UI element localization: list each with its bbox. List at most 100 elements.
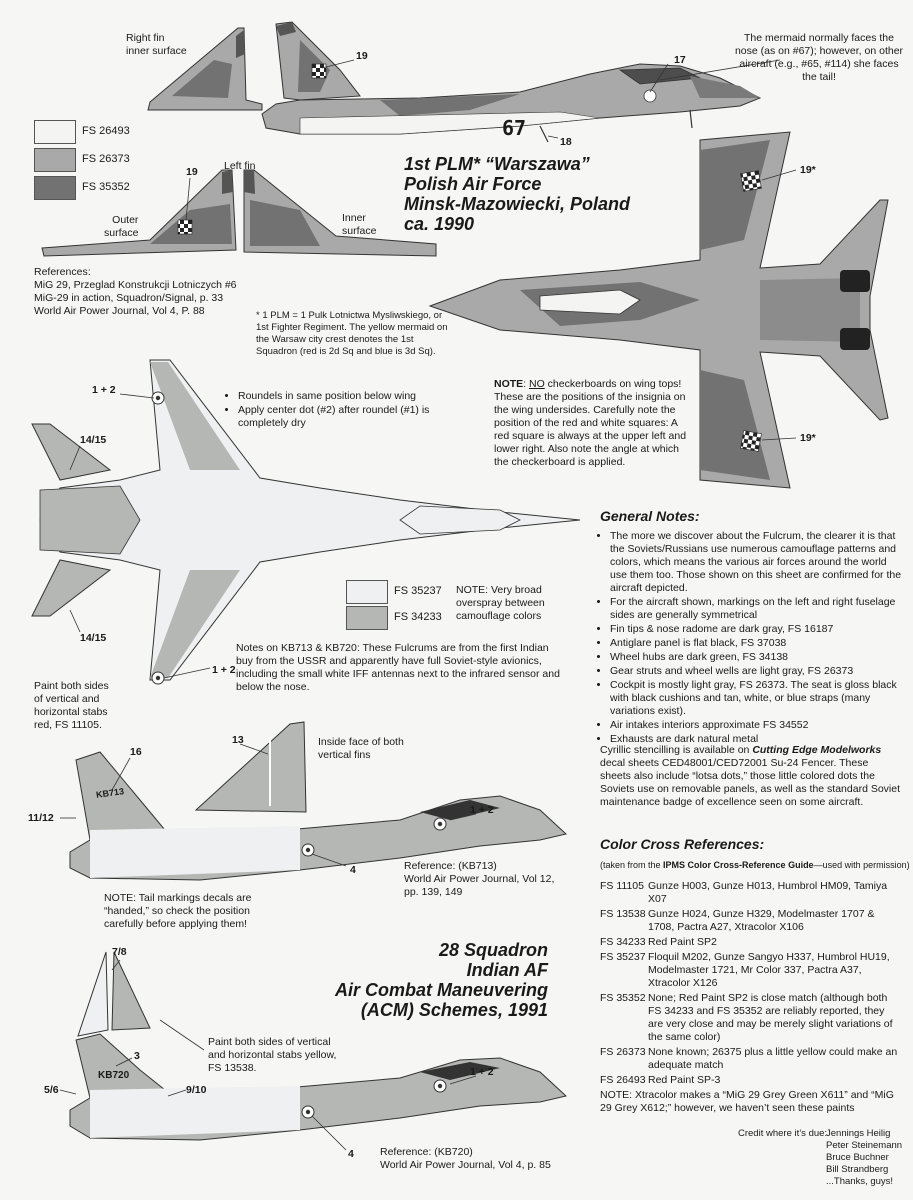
fs-code: FS 35352 [600,992,646,1004]
swatch-fs35237-label: FS 35237 [394,585,442,597]
source-post: —used with permission) [813,860,910,870]
paint-red-note: Paint both sides of vertical and horizon… [34,680,109,731]
callout-3: 3 [134,1050,140,1062]
stencil-pre: Cyrillic stencilling is available on [600,744,753,756]
general-note-item: Cockpit is mostly light gray, FS 26373. … [610,679,906,718]
roundel-note: Apply center dot (#2) after roundel (#1)… [238,404,458,430]
credit-name: Bill Strandberg [826,1164,889,1175]
callout-1-2-lower: 1 + 2 [212,664,236,676]
indian-side-view-kb713-drawing [69,751,568,881]
indian-plan-view-drawing [31,359,581,685]
reference-line: World Air Power Journal, Vol 4, P. 88 [34,305,205,317]
note-label: NOTE [494,378,524,390]
plm-footnote: * 1 PLM = 1 Pulk Lotnictwa Mysliwskiego,… [256,310,448,357]
swatch-fs26493 [34,120,76,144]
reference-kb720: Reference: (KB720) World Air Power Journ… [380,1146,551,1171]
swatch-fs35237 [346,580,388,604]
polish-title-line-2: Polish Air Force [404,174,542,194]
table-row: NOTE: Xtracolor makes a “MiG 29 Grey Gre… [600,1089,900,1117]
general-note-item: Air intakes interiors approximate FS 345… [610,719,906,732]
source-pre: (taken from the [600,860,664,870]
callout-19: 19 [356,50,368,62]
reference-line: MiG 29, Przeglad Konstrukcji Lotniczych … [34,279,237,291]
note-no: NO [529,378,545,390]
indian-title-line-3: Air Combat Maneuvering [334,980,548,1000]
leader-lines [59,59,797,1151]
polish-references: References: MiG 29, Przeglad Konstrukcji… [34,266,274,318]
credits-names: Jennings Heilig Peter Steinemann Bruce B… [826,1128,902,1188]
reference-line: References: [34,266,91,278]
reference-line: MiG-29 in action, Squadron/Signal, p. 33 [34,292,224,304]
paint-yellow-note: Paint both sides of vertical and horizon… [208,1036,337,1074]
polish-title-line-3: Minsk-Mazowiecki, Poland [404,194,631,214]
polish-underside-view-drawing [428,131,889,489]
fs-equivalents: Floquil M202, Gunze Sangyo H337, Humbrol… [648,951,890,989]
indian-fin-pair-drawing [77,951,151,1037]
callout-17: 17 [674,54,686,66]
outer-surface-label: Outer surface [104,214,139,239]
fs-code: FS 11105 [600,880,644,892]
polish-side-view-drawing [261,21,762,143]
callout-19-star-top: 19* [800,164,816,176]
right-fin-label: Right fin inner surface [126,32,187,57]
stencil-post: decal sheets CED48001/CED72001 Su-24 Fen… [600,757,901,808]
stencil-note: Cyrillic stencilling is available on Cut… [600,744,900,809]
callout-1-2-top: 1 + 2 [92,384,116,396]
source-guide: IPMS Color Cross-Reference Guide [663,860,814,870]
callout-1-2-side: 1 + 2 [470,804,494,816]
fs-code: FS 26493 [600,1074,646,1086]
fs-code: FS 35237 [600,951,646,963]
general-note-item: For the aircraft shown, markings on the … [610,596,906,622]
fs-equivalents: None; Red Paint SP2 is close match (alth… [648,992,893,1043]
overspray-note: NOTE: Very broad overspray between camou… [456,584,545,622]
indian-title-line-1: 28 Squadron [438,940,548,960]
indian-title-line-4: (ACM) Schemes, 1991 [360,1000,548,1020]
callout-14-15-bottom: 14/15 [80,632,107,644]
general-note-item: Exhausts are dark natural metal [610,733,906,746]
kb-notes: Notes on KB713 & KB720: These Fulcrums a… [236,642,560,693]
credit-name: Bruce Buchner [826,1152,889,1163]
fs-equivalents: Red Paint SP-3 [648,1074,721,1086]
inner-surface-label: Inner surface [342,212,377,237]
inside-face-note: Inside face of both vertical fins [318,736,404,761]
stencil-brand: Cutting Edge Modelworks [752,744,882,756]
callout-4-last: 4 [348,1148,354,1160]
callout-4: 4 [350,864,356,876]
callout-11-12: 11/12 [28,812,54,824]
general-note-item: The more we discover about the Fulcrum, … [610,530,906,595]
swatch-fs26373-label: FS 26373 [82,153,130,165]
callout-19-star-bottom: 19* [800,432,816,444]
mermaid-note: The mermaid normally faces the nose (as … [734,32,904,83]
polish-left-fin-drawing [41,169,437,257]
xtracolor-note: NOTE: Xtracolor makes a “MiG 29 Grey Gre… [600,1089,894,1114]
fs-code: FS 26373 [600,1046,646,1058]
polish-title-line-1: 1st PLM* “Warszawa” [404,154,590,174]
callout-13: 13 [232,734,244,746]
indian-inside-fin-drawing [194,721,307,813]
credit-name: Peter Steinemann [826,1140,903,1151]
general-notes-heading: General Notes: [600,508,700,524]
swatch-fs35352-label: FS 35352 [82,181,130,193]
callout-16: 16 [130,746,142,758]
callout-7-8: 7/8 [112,946,127,958]
general-note-item: Fin tips & nose radome are dark gray, FS… [610,623,906,636]
swatch-fs34233-label: FS 34233 [394,611,442,623]
credits-lead: Credit where it’s due: [738,1128,828,1139]
swatch-fs34233 [346,606,388,630]
fs-code: FS 13538 [600,908,646,920]
tail-markings-note: NOTE: Tail markings decals are “handed,”… [104,892,252,930]
fs-equivalents: Red Paint SP2 [648,936,717,948]
serial-kb720: KB720 [98,1070,130,1081]
tail-number: 67 [502,116,527,140]
indian-title: 28 Squadron Indian AF Air Combat Maneuve… [286,940,548,1020]
reference-kb713: Reference: (KB713) World Air Power Journ… [404,860,555,898]
general-note-item: Gear struts and wheel wells are light gr… [610,665,906,678]
callout-18: 18 [560,136,572,148]
